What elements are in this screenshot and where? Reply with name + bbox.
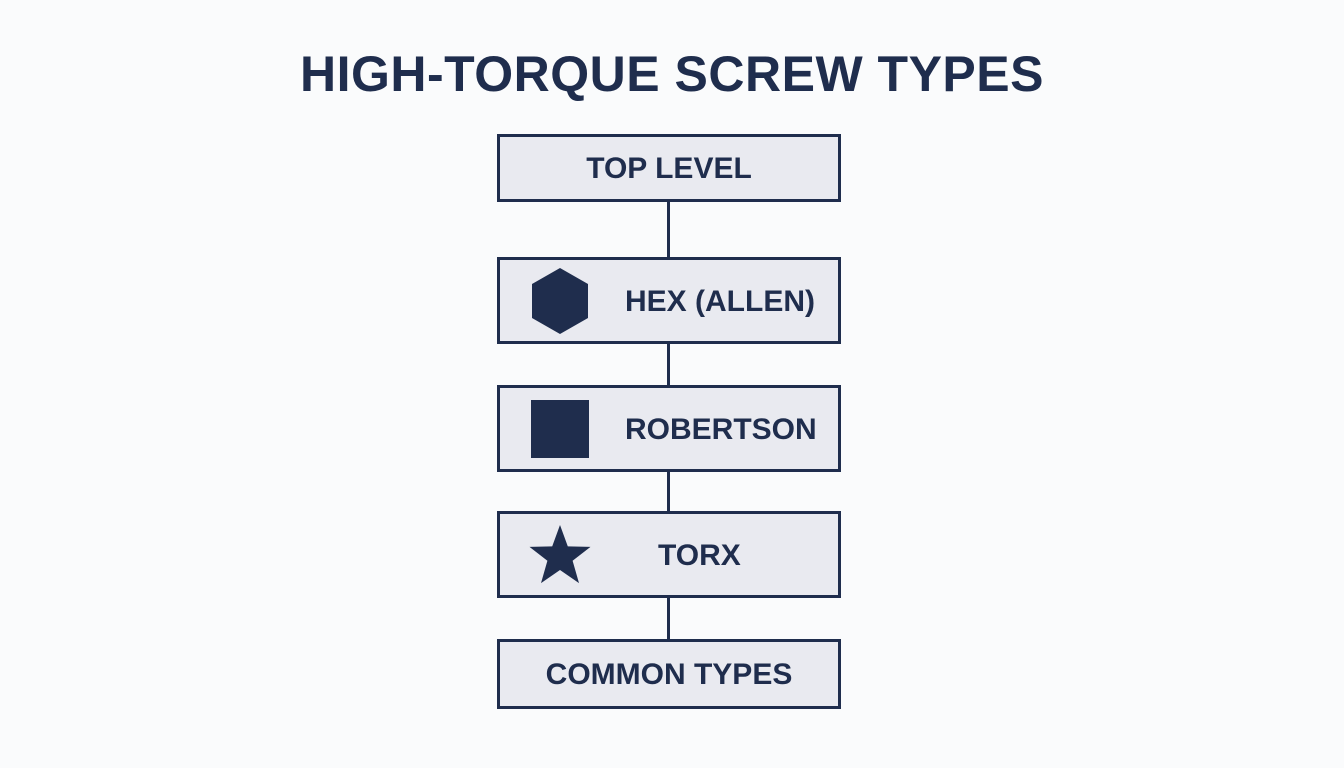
connector-line [667,201,670,257]
diagram-title: HIGH-TORQUE SCREW TYPES [300,46,1044,102]
connector-line [667,343,670,385]
node-hex-allen: HEX (ALLEN) [497,257,841,344]
node-label: TORX [658,539,741,572]
node-label: TOP LEVEL [586,152,752,185]
hexagon-icon [532,268,588,334]
connector-line [667,471,670,511]
node-label: ROBERTSON [625,413,817,446]
node-common-types: COMMON TYPES [497,639,841,709]
node-torx: TORX [497,511,841,598]
square-icon [531,400,589,458]
node-label: COMMON TYPES [545,658,793,691]
connector-line [667,597,670,639]
node-robertson: ROBERTSON [497,385,841,472]
node-top-level: TOP LEVEL [497,134,841,202]
star-icon [529,525,591,584]
node-label: HEX (ALLEN) [625,285,815,318]
